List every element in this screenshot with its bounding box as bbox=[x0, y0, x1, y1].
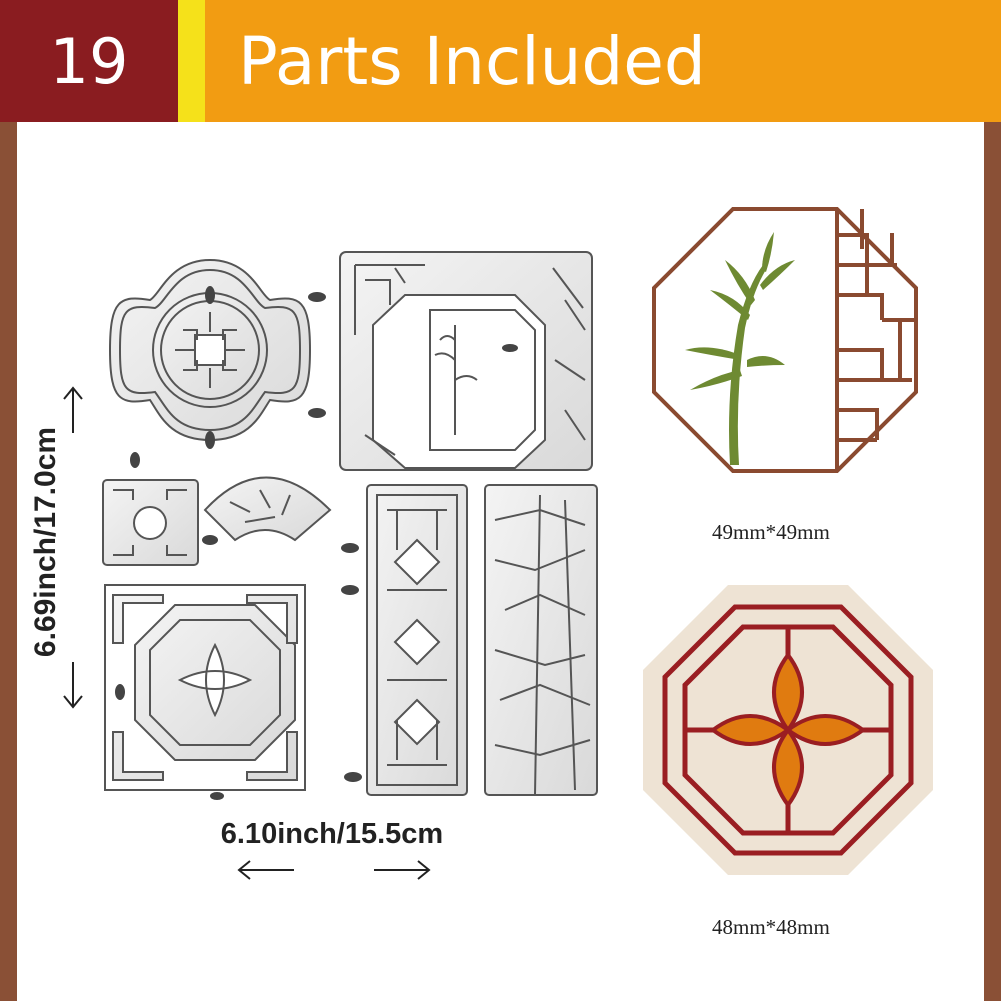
arrow-left-icon bbox=[237, 860, 294, 880]
right-border-bar bbox=[984, 122, 1001, 1001]
sample-1-size-label: 49mm*49mm bbox=[712, 520, 830, 544]
arrow-right-icon bbox=[374, 860, 431, 880]
die-octagon-bamboo bbox=[339, 251, 593, 471]
left-border-bar bbox=[0, 122, 17, 1001]
cutting-die-set-image bbox=[102, 251, 598, 800]
die-octagon-flower bbox=[104, 584, 306, 791]
height-dimension-label: 6.69inch/17.0cm bbox=[29, 426, 62, 658]
page-title: Parts Included bbox=[238, 23, 706, 100]
arrow-up-icon bbox=[63, 386, 83, 433]
die-crackle-panel bbox=[484, 484, 598, 796]
sample-bamboo-window bbox=[652, 207, 918, 473]
parts-count: 19 bbox=[49, 25, 129, 98]
die-quatrefoil bbox=[108, 258, 312, 442]
die-lattice-panel bbox=[366, 484, 468, 796]
arrow-down-icon bbox=[63, 662, 83, 709]
header-banner: 19 Parts Included bbox=[0, 0, 1001, 122]
header-accent-stripe bbox=[178, 0, 205, 122]
sample-flower-window bbox=[643, 585, 933, 875]
die-square-medallion bbox=[102, 479, 199, 566]
die-fan bbox=[203, 476, 332, 542]
width-dimension-label: 6.10inch/15.5cm bbox=[220, 818, 444, 850]
sample-2-size-label: 48mm*48mm bbox=[712, 915, 830, 939]
count-badge: 19 bbox=[0, 0, 178, 122]
